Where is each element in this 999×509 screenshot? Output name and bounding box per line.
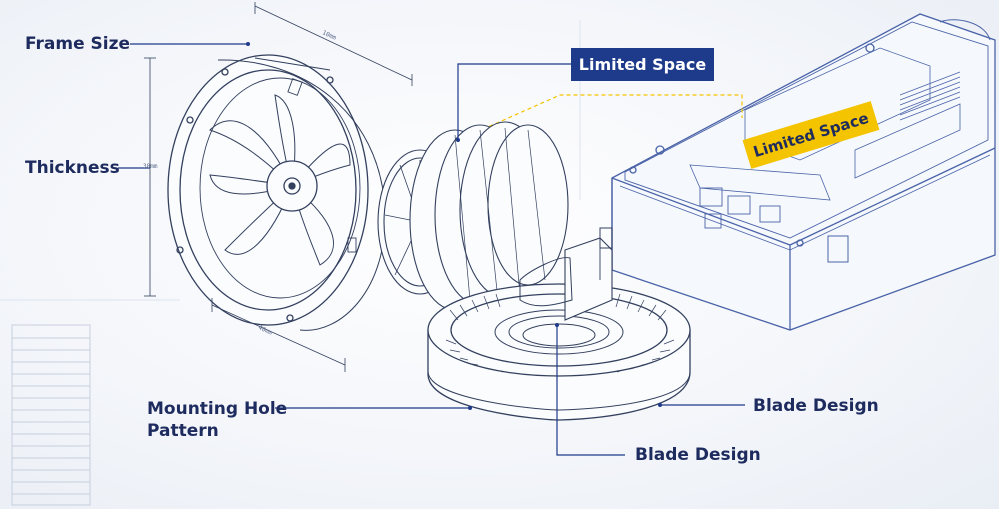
rotor-blades	[409, 121, 569, 311]
label-blade-design-bottom: Blade Design	[635, 445, 761, 465]
label-thickness: Thickness	[25, 158, 120, 178]
label-mounting-hole-line2: Pattern	[147, 421, 219, 441]
leader-dots	[246, 42, 662, 410]
fan-frame	[167, 54, 386, 331]
leader-lines	[118, 43, 745, 456]
label-mounting-hole-line1: Mounting Hole	[147, 399, 288, 419]
dim-side: 38mm	[143, 163, 158, 170]
limited-space-leader	[469, 94, 743, 136]
label-mounting-hole: Mounting Hole Pattern	[147, 398, 287, 442]
dimension-lines	[144, 2, 413, 372]
limited-space-callout: Limited Space	[571, 48, 714, 81]
label-frame-size: Frame Size	[25, 34, 131, 54]
background-heatsink	[11, 324, 91, 506]
label-blade-design-right: Blade Design	[753, 396, 879, 416]
motor-base	[427, 227, 691, 421]
